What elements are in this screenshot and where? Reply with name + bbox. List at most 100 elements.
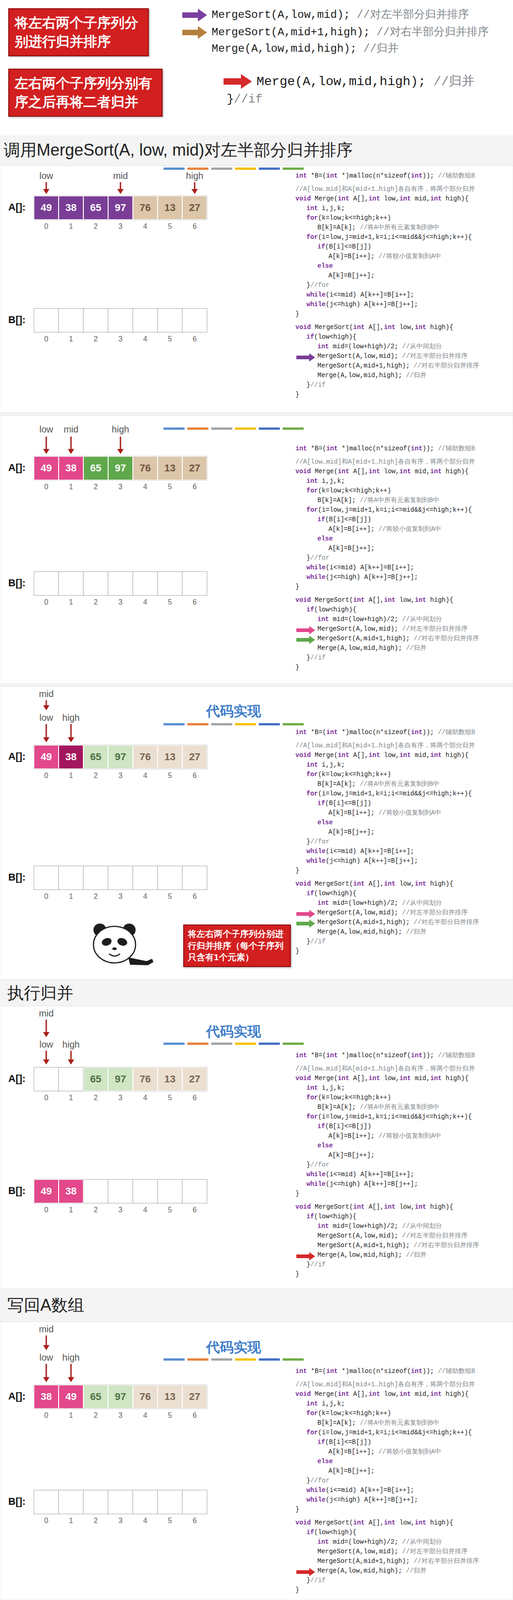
code-line: for(k=low;k<=high;k++): [306, 214, 392, 223]
code-line: while(i<=mid) A[k++]=B[i++];: [306, 1487, 415, 1496]
array-cell: 49: [33, 196, 59, 220]
array-name: A[]:: [8, 751, 26, 764]
color-bar: [234, 427, 257, 431]
index-number: 5: [168, 598, 173, 607]
code-line: Merge(A,low,mid,high); //归并: [317, 1568, 427, 1577]
index-number: 3: [118, 1094, 123, 1103]
code-line: for(i=low,j=mid+1,k=i;i<=mid&&j<=high;k+…: [306, 506, 472, 515]
code-line: while(j<=high) A[k++]=B[j++];: [306, 1181, 419, 1190]
array-cell: 97: [108, 196, 133, 220]
cell-value: 13: [164, 1392, 176, 1404]
index-number: 0: [44, 334, 49, 344]
pointer-arrow: [45, 1020, 48, 1034]
code-line: MergeSort(A,low,mid); //对左半部分归并排序: [317, 1549, 468, 1557]
code-line: MergeSort(A,low,mid); //对左半部分归并排序: [317, 352, 468, 361]
code-line: while(j<=high) A[k++]=B[j++];: [306, 1497, 419, 1506]
pointer-label: low: [39, 170, 54, 182]
array-cell: 97: [108, 1068, 133, 1092]
code-line: void Merge(int A[],int low,int mid,int h…: [295, 468, 469, 476]
index-number: 3: [118, 482, 123, 492]
index-number: 5: [168, 892, 173, 902]
color-bar: [211, 1043, 233, 1046]
index-number: 6: [192, 892, 197, 902]
line-marker: [296, 920, 316, 929]
array-cell: 97: [108, 745, 133, 770]
code-line: MergeSort(A,low,mid); //对左半部分归并排序: [317, 1233, 468, 1241]
array-cell: 27: [182, 1068, 208, 1092]
array-slot: [58, 196, 84, 220]
cell-value: 97: [114, 463, 126, 475]
code-line: int *B=(int *)malloc(n*sizeof(int)); //辅…: [295, 1368, 475, 1377]
code-line: int *B=(int *)malloc(n*sizeof(int)); //辅…: [295, 729, 475, 737]
code-line: int i,j,k;: [306, 477, 345, 486]
array-cell: 13: [157, 196, 183, 220]
code-line: int mid=(low+high)/2; //从中间划分: [317, 900, 443, 908]
color-bar: [258, 1043, 280, 1046]
index-number: 6: [192, 222, 197, 231]
code-line: if(B[i]<=B[j]): [317, 516, 372, 524]
arrow-head: [67, 449, 75, 455]
index-number: 2: [93, 1206, 99, 1216]
code-line: if(B[i]<=B[j]): [317, 800, 372, 808]
code-line: }: [295, 867, 300, 876]
pointer-label: mid: [38, 1008, 54, 1020]
pointer-arrow: [70, 1364, 72, 1380]
code-line: A[k]=B[j++];: [328, 272, 375, 280]
callout-box: 将左右两个子序列分别进行归并排序（每个子序列只含有1个元素）: [183, 925, 291, 968]
slide-title: 代码实现: [206, 1340, 262, 1357]
array-slot: [157, 1068, 183, 1092]
line-marker: [296, 910, 316, 919]
code-line: Merge(A,low,mid,high); //归并: [317, 371, 427, 380]
cell-value: 97: [114, 1392, 126, 1404]
color-bar: [211, 723, 233, 726]
array-slot: [83, 572, 109, 596]
code-line: }: [295, 1190, 300, 1199]
index-number: 6: [192, 1094, 197, 1103]
arrow-head: [117, 189, 124, 195]
array-slot: [132, 1068, 158, 1092]
cell-value: 13: [164, 463, 176, 475]
index-number: 0: [44, 598, 49, 607]
array-slot: [33, 745, 59, 770]
cell-value: 65: [90, 752, 102, 764]
code-line: else: [317, 1142, 333, 1151]
array-slot: [182, 866, 208, 891]
slide-background: [0, 415, 513, 685]
array-name: B[]:: [8, 872, 26, 885]
index-number: 4: [143, 1206, 148, 1216]
code-line: }: [295, 948, 300, 956]
pointer-arrow: [45, 436, 48, 451]
array-slot: [132, 1491, 158, 1516]
cell-value: 27: [189, 463, 201, 475]
pointer-arrow: [45, 1364, 48, 1380]
code-line: for(k=low;k<=high;k++): [306, 487, 392, 496]
code-line: int *B=(int *)malloc(n*sizeof(int)); //辅…: [295, 172, 475, 181]
code-line: B[k]=A[k]; //将A中所有元素复制到B中: [317, 1104, 440, 1113]
code-line: for(i=low,j=mid+1,k=i;i<=mid&&j<=high;k+…: [306, 233, 472, 242]
code-line: B[k]=A[k]; //将A中所有元素复制到B中: [317, 496, 440, 505]
cell-value: 49: [40, 202, 52, 214]
color-bar: [282, 1359, 304, 1362]
cell-value: 13: [164, 1074, 176, 1086]
index-number: 6: [192, 334, 197, 344]
arrow-head: [67, 737, 75, 743]
pointer-arrow: [182, 8, 208, 22]
index-number: 5: [168, 334, 173, 344]
code-line: Merge(A,low,mid,high); //归并: [211, 42, 399, 56]
slide-panel: [0, 415, 513, 685]
panda-meme: [93, 924, 154, 966]
array-slot: [58, 866, 84, 891]
index-number: 1: [69, 1206, 74, 1216]
color-bar: [187, 427, 209, 431]
array-cell: 49: [58, 1386, 84, 1410]
code-line: else: [317, 262, 333, 271]
index-number: 4: [143, 1412, 148, 1421]
index-number: 3: [118, 598, 123, 607]
array-cell: 97: [108, 1386, 133, 1410]
array-slot: [83, 456, 109, 481]
index-number: 6: [192, 1517, 197, 1527]
slide-background: [0, 687, 513, 981]
code-line: Merge(A,low,mid,high); //归并: [317, 644, 427, 653]
index-number: 2: [93, 892, 99, 902]
index-number: 5: [168, 1412, 173, 1421]
